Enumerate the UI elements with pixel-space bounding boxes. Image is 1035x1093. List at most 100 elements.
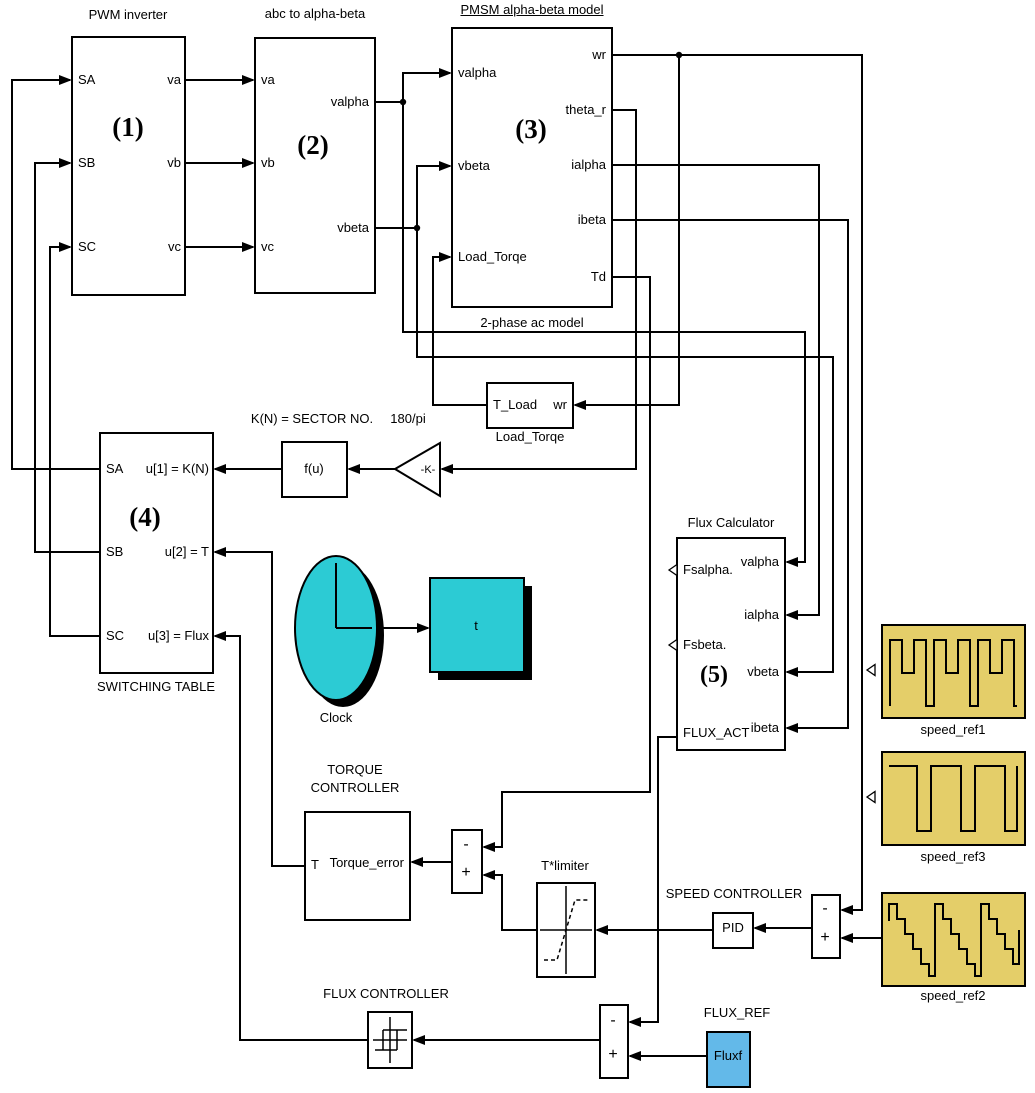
wire-flux-to-table[interactable] bbox=[213, 631, 368, 1041]
wire-sc-feedback[interactable] bbox=[49, 242, 100, 637]
wire-wr[interactable] bbox=[612, 54, 863, 915]
wire-valpha-branch[interactable] bbox=[402, 102, 806, 567]
pmsm-port-ialpha: ialpha bbox=[571, 157, 606, 172]
wire-ialpha[interactable] bbox=[612, 164, 820, 620]
sector-fcn-caption: K(N) = SECTOR NO. bbox=[250, 411, 374, 426]
pmsm-port-td: Td bbox=[590, 269, 606, 284]
wire-vbeta-branch[interactable] bbox=[416, 228, 834, 677]
speed-controller-label: SPEED CONTROLLER bbox=[665, 886, 803, 901]
pwm-inverter-title: PWM inverter bbox=[88, 7, 168, 22]
table-port-u3: u[3] = Flux bbox=[147, 628, 209, 643]
wire-flux-act[interactable] bbox=[628, 736, 677, 1027]
wire-limiter-to-sum[interactable] bbox=[482, 870, 537, 931]
torque-sum-block[interactable] bbox=[451, 829, 483, 894]
speed-ref3-label: speed_ref3 bbox=[920, 849, 986, 864]
load-torqe-label: Load_Torqe bbox=[495, 429, 565, 444]
abc-to-alphabeta-title: abc to alpha-beta bbox=[264, 6, 366, 21]
load-torqe-port-wr: wr bbox=[553, 397, 567, 412]
abc-to-alphabeta-tag: (2) bbox=[297, 130, 329, 160]
flux-calculator-block[interactable] bbox=[676, 537, 786, 751]
pmsm-port-wr: wr bbox=[592, 47, 606, 62]
speed-ref3-block[interactable] bbox=[881, 751, 1026, 846]
fsbeta-open-port-icon bbox=[667, 638, 678, 652]
wire-torque-to-table[interactable] bbox=[213, 547, 305, 867]
flux-controller-label: FLUX CONTROLLER bbox=[323, 986, 449, 1001]
torque-controller-block[interactable] bbox=[304, 811, 411, 921]
fluxcalc-port-vbeta: vbeta bbox=[747, 664, 779, 679]
fluxcalc-port-valpha: valpha bbox=[740, 554, 779, 569]
abc-port-va: va bbox=[261, 72, 275, 87]
fluxcalc-port-ialpha: ialpha bbox=[744, 607, 779, 622]
wire-sb-feedback[interactable] bbox=[34, 158, 100, 553]
wire-sa-feedback[interactable] bbox=[11, 75, 100, 470]
sector-fcn-block[interactable] bbox=[281, 441, 348, 498]
pwm-port-sc: SC bbox=[78, 239, 97, 254]
speed-sum-plus: + bbox=[820, 929, 830, 946]
table-port-u1: u[1] = K(N) bbox=[145, 461, 209, 476]
speed-ref2-waveform-icon bbox=[888, 903, 1020, 977]
pwm-inverter-tag: (1) bbox=[112, 112, 144, 142]
t-limiter-label: T*limiter bbox=[541, 858, 589, 873]
abc-port-valpha: valpha bbox=[330, 94, 369, 109]
table-port-sb: SB bbox=[106, 544, 124, 559]
scope-text: t bbox=[474, 618, 478, 633]
wire-theta-r[interactable] bbox=[440, 109, 637, 474]
wire-valpha[interactable] bbox=[375, 68, 452, 103]
scope-block[interactable] bbox=[429, 577, 525, 673]
wire-load-torqe[interactable] bbox=[432, 252, 487, 406]
table-port-sc: SC bbox=[106, 628, 125, 643]
speed-ref2-block[interactable] bbox=[881, 892, 1026, 987]
fluxcalc-port-flux-act: FLUX_ACT bbox=[683, 725, 750, 740]
abc-port-vb: vb bbox=[261, 155, 275, 170]
wire-junctions bbox=[399, 51, 683, 232]
torque-sum-minus: - bbox=[463, 836, 469, 853]
speed-sum-block[interactable] bbox=[811, 894, 841, 959]
torque-port-t: T bbox=[311, 857, 319, 872]
flux-calculator-title: Flux Calculator bbox=[687, 515, 775, 530]
pwm-port-sa: SA bbox=[78, 72, 96, 87]
gain-caption: 180/pi bbox=[390, 411, 426, 426]
load-torqe-port-tload: T_Load bbox=[493, 397, 538, 412]
wire-td[interactable] bbox=[482, 276, 651, 852]
speed-ref2-label: speed_ref2 bbox=[920, 988, 986, 1003]
pmsm-port-vbeta: vbeta bbox=[458, 158, 490, 173]
abc-to-alphabeta-block[interactable] bbox=[254, 37, 376, 294]
switching-table-block[interactable] bbox=[99, 432, 214, 674]
flux-sum-block[interactable] bbox=[599, 1004, 629, 1079]
pmsm-model-block[interactable] bbox=[451, 27, 613, 308]
pwm-port-sb: SB bbox=[78, 155, 96, 170]
saturation-icon bbox=[540, 886, 592, 974]
pmsm-model-caption: 2-phase ac model bbox=[480, 315, 584, 330]
torque-controller-title-1: TORQUE bbox=[327, 762, 383, 777]
pwm-inverter-block[interactable] bbox=[71, 36, 186, 296]
pwm-port-vb: vb bbox=[167, 155, 181, 170]
flux-sum-plus: + bbox=[608, 1046, 618, 1063]
fluxf-text: Fluxf bbox=[713, 1048, 743, 1063]
speed-ref3-open-port-icon bbox=[865, 790, 876, 804]
abc-port-vbeta: vbeta bbox=[337, 220, 369, 235]
relay-icon bbox=[373, 1017, 407, 1063]
wire-vbeta[interactable] bbox=[375, 161, 452, 229]
speed-ref1-block[interactable] bbox=[881, 624, 1026, 719]
flux-calculator-tag: (5) bbox=[700, 662, 728, 688]
torque-controller-title-2: CONTROLLER bbox=[310, 780, 400, 795]
fsalpha-open-port-icon bbox=[667, 563, 678, 577]
wire-wr-branch[interactable] bbox=[573, 55, 680, 410]
pwm-port-vc: vc bbox=[168, 239, 181, 254]
pmsm-port-load-torqe: Load_Torqe bbox=[458, 249, 527, 264]
flux-sum-minus: - bbox=[610, 1012, 616, 1029]
fluxcalc-port-fsbeta: Fsbeta. bbox=[683, 637, 727, 652]
speed-sum-minus: - bbox=[822, 900, 828, 917]
pid-block[interactable] bbox=[712, 912, 754, 949]
speed-ref1-open-port-icon bbox=[865, 663, 876, 677]
pmsm-port-theta-r: theta_r bbox=[565, 102, 606, 117]
fluxf-block[interactable] bbox=[706, 1031, 751, 1088]
pmsm-port-ibeta: ibeta bbox=[577, 212, 606, 227]
abc-port-vc: vc bbox=[261, 239, 274, 254]
wire-ibeta[interactable] bbox=[612, 219, 849, 733]
flux-ref-label: FLUX_REF bbox=[703, 1005, 771, 1020]
table-port-u2: u[2] = T bbox=[164, 544, 209, 559]
table-port-sa: SA bbox=[106, 461, 124, 476]
